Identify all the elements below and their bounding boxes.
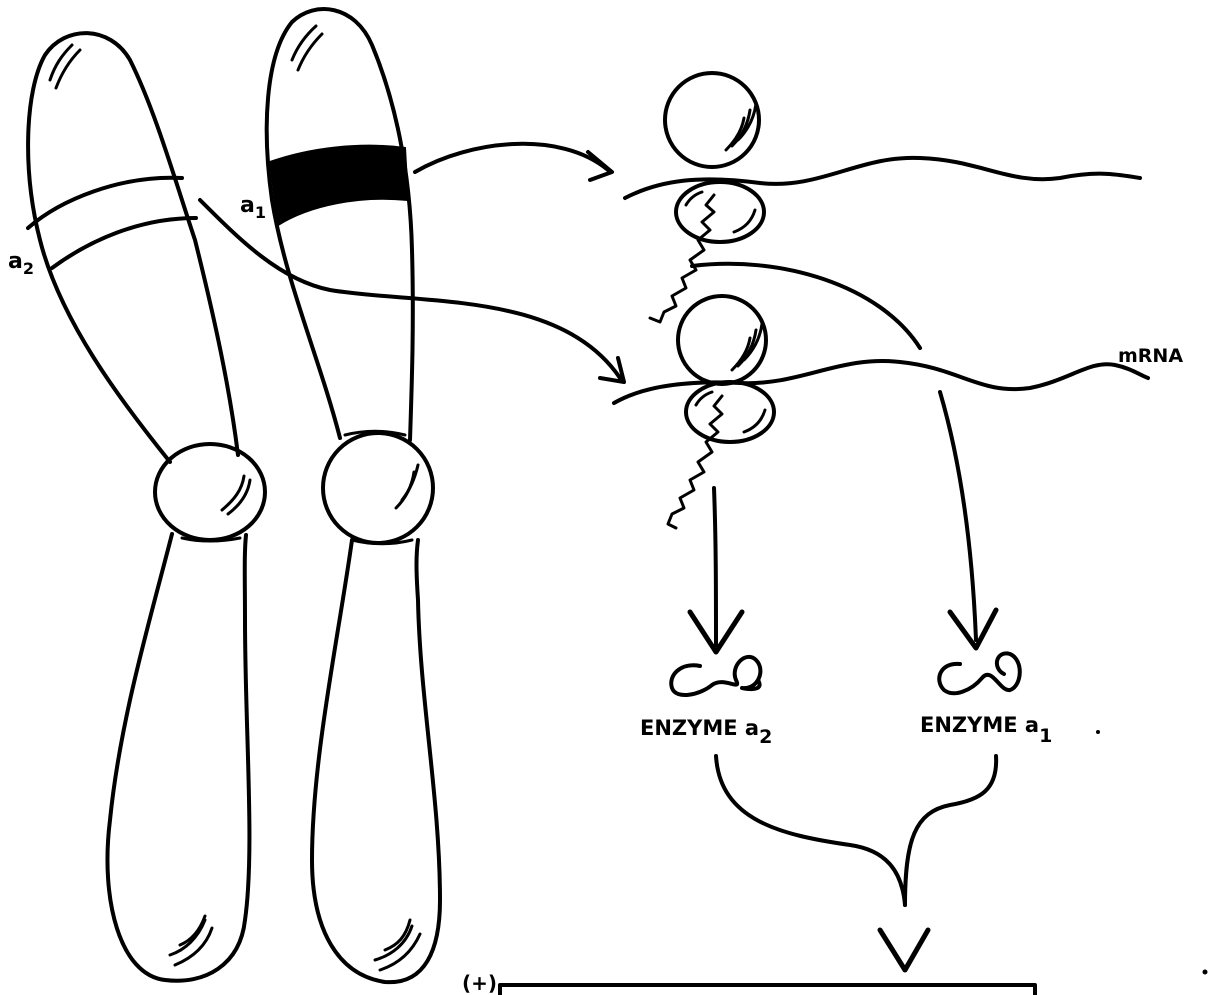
chromosome-a2-upper-arm [28,33,238,462]
product-box [500,985,1035,995]
transcription-arrow-a1 [415,144,612,180]
polypeptide-top [650,195,714,322]
enzyme-a1-label: ENZYME a1 [920,713,1052,747]
translation-arrow-a2 [690,488,742,652]
enzyme-a2-shape [671,657,760,695]
plus-label: (+) [462,971,497,995]
enzyme-a1-shape [939,653,1020,693]
chromosome-a1 [267,9,440,982]
chromosome-a2-lower-arm [107,534,249,981]
chromosome-a1-upper-arm [267,9,413,440]
translation-arrow-a1 [692,264,996,648]
ribosome-bottom-small-subunit [686,382,774,442]
gene-label-a1: a1 [240,193,266,222]
ribosome-bottom [614,296,1148,528]
ribosome-top-small-subunit [676,182,764,242]
band-a1 [270,146,408,225]
centromere-a1 [323,433,433,543]
mrna-label: mRNA [1118,345,1183,367]
centromere-a2 [155,444,265,540]
ribosome-top [625,73,1140,322]
chromosome-a1-lower-arm [312,540,440,982]
gene-label-a2: a2 [8,249,34,278]
enzyme-a2-label: ENZYME a2 [640,716,772,748]
converging-arrows [716,756,996,970]
chromosome-a2 [28,33,265,981]
